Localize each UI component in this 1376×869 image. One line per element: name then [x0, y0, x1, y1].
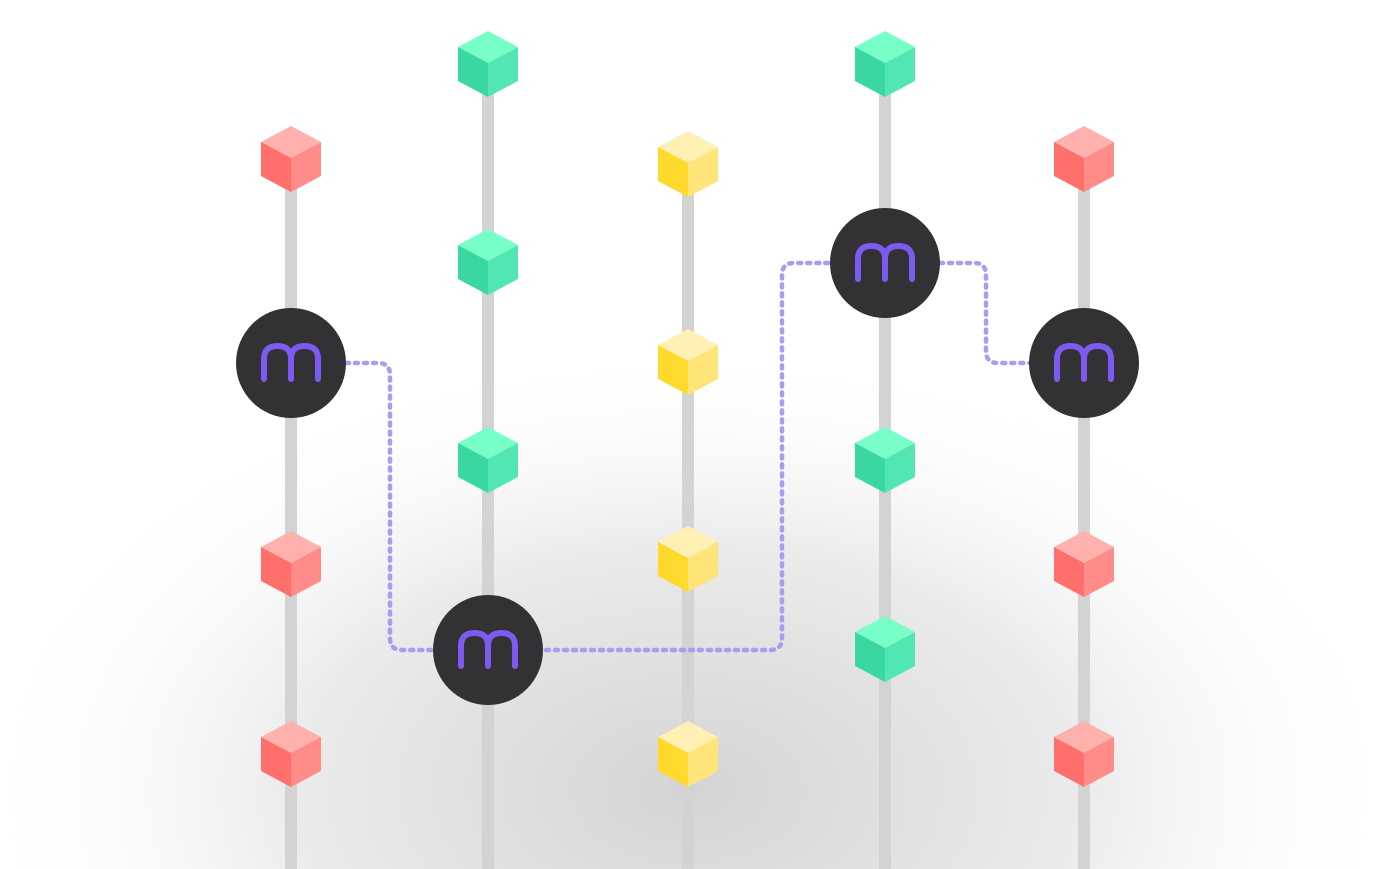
node-3	[830, 208, 940, 318]
block-left-face	[1054, 142, 1084, 192]
chain-1-block-1	[261, 126, 321, 192]
chain-3-block-2	[658, 329, 718, 395]
chain-1-block-2	[261, 531, 321, 597]
node-4	[1029, 308, 1139, 418]
block-right-face	[688, 542, 718, 592]
block-left-face	[261, 737, 291, 787]
block-left-face	[1054, 547, 1084, 597]
block-right-face	[1084, 142, 1114, 192]
m-logo-icon	[458, 630, 518, 669]
block-left-face	[855, 443, 885, 493]
block-right-face	[688, 345, 718, 395]
block-left-face	[458, 443, 488, 493]
block-right-face	[688, 147, 718, 197]
block-right-face	[885, 443, 915, 493]
node-1	[236, 308, 346, 418]
block-left-face	[458, 47, 488, 97]
chain-5-block-1	[1054, 126, 1114, 192]
block-right-face	[291, 737, 321, 787]
block-right-face	[1084, 547, 1114, 597]
chain-blocks	[261, 31, 1114, 787]
block-left-face	[261, 142, 291, 192]
connector-line-3	[937, 260, 1033, 366]
block-right-face	[688, 737, 718, 787]
connector-line-2	[543, 260, 834, 653]
chain-5-block-2	[1054, 531, 1114, 597]
bridge-nodes	[236, 208, 1139, 705]
chain-4-block-3	[855, 616, 915, 682]
block-left-face	[658, 737, 688, 787]
chain-3-block-1	[658, 131, 718, 197]
connector-line-1	[343, 360, 439, 653]
chain-2-block-2	[458, 229, 518, 295]
block-right-face	[488, 245, 518, 295]
block-left-face	[458, 245, 488, 295]
block-left-face	[855, 632, 885, 682]
chain-5-block-3	[1054, 721, 1114, 787]
block-left-face	[1054, 737, 1084, 787]
node-2	[433, 595, 543, 705]
block-right-face	[885, 47, 915, 97]
connector-lines	[343, 260, 1033, 653]
block-right-face	[885, 632, 915, 682]
chain-4-block-2	[855, 427, 915, 493]
chain-3-block-4	[658, 721, 718, 787]
block-right-face	[291, 547, 321, 597]
chain-3-block-3	[658, 526, 718, 592]
block-left-face	[855, 47, 885, 97]
block-left-face	[658, 345, 688, 395]
block-left-face	[261, 547, 291, 597]
m-logo-icon	[855, 243, 915, 282]
chain-4-block-1	[855, 31, 915, 97]
chain-2-block-3	[458, 427, 518, 493]
block-right-face	[1084, 737, 1114, 787]
block-left-face	[658, 542, 688, 592]
m-logo-icon	[1054, 343, 1114, 382]
chain-2-block-1	[458, 31, 518, 97]
block-right-face	[488, 47, 518, 97]
chain-1-block-3	[261, 721, 321, 787]
m-logo-icon	[261, 343, 321, 382]
block-left-face	[658, 147, 688, 197]
block-right-face	[291, 142, 321, 192]
block-right-face	[488, 443, 518, 493]
